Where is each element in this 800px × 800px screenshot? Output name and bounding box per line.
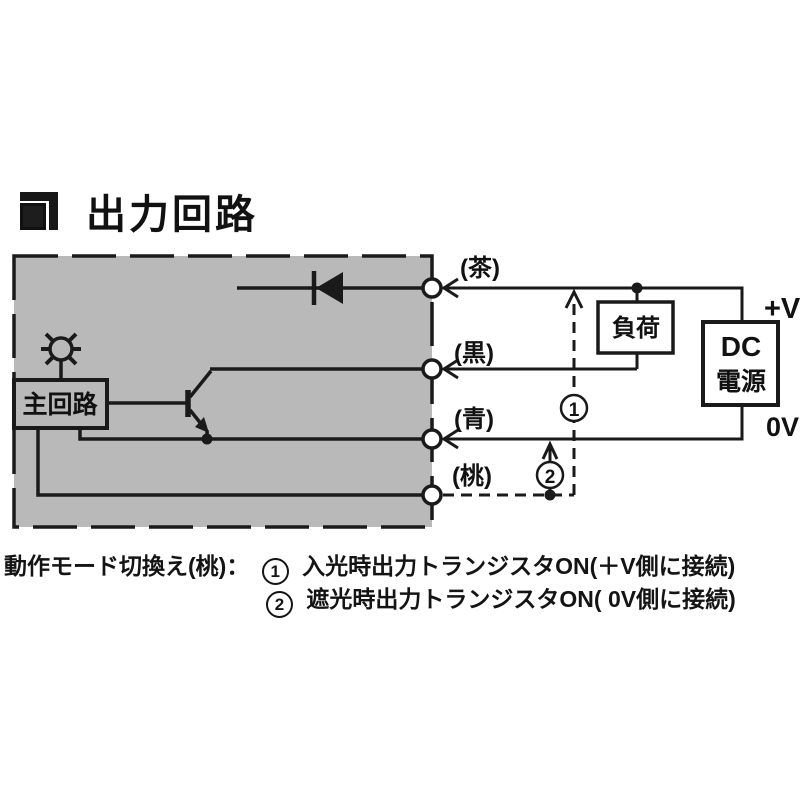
lamp-ray-se [67,355,78,366]
transistor-emitter-arrow [195,417,209,433]
mode2-number: 2 [545,467,556,488]
main-circuit-box [12,378,109,430]
caption-line-1: 動作モード切換え(桃)： 1 入光時出力トランジスタON(＋V側に接続) [4,547,735,585]
caption-mode1-text: 入光時出力トランジスタON(＋V側に接続) [302,553,736,579]
transistor-collector [188,369,213,399]
diode-triangle-icon [316,272,343,304]
blue-wire-arrowhead [441,428,459,450]
lamp-ray-sw [44,355,55,366]
plus-v-label: +V [764,293,800,325]
blue-wire-label: (青) [454,406,494,433]
section-square-icon [20,190,62,232]
load-box [596,300,675,355]
title-text: 出力回路 [86,193,258,237]
lamp-circle [48,336,74,362]
dc-power-box [701,320,780,407]
caption-prefix: 動作モード切換え(桃)： [4,553,250,579]
section-square-icon-right [49,192,58,230]
caption-mode2-text: 遮光時出力トランジスタON( 0V側に接続) [306,586,736,612]
mode2-arrowhead [541,440,559,460]
mode1-circle-badge [559,393,589,423]
black-wire-label: (黒) [454,340,494,367]
brown-wire-label: (茶) [460,255,500,282]
terminal-brown [421,277,443,299]
section-square-icon-top [20,192,58,201]
terminal-pink [421,484,443,506]
pink-wire-label: (桃) [452,463,492,490]
caption-mode1-badge: 1 [261,558,289,585]
page-title: 出力回路 [20,182,258,240]
brown-wire-arrowhead [441,277,459,299]
main-to-pink-wire [36,428,426,497]
dc-power-label-line2: 電源 [716,368,766,396]
blue-wire [443,405,744,441]
caption-mode2-badge: 2 [266,591,293,618]
main-to-blue-wire [78,428,426,441]
emitter-junction-dot [201,433,213,445]
black-wire-arrowhead [441,358,459,380]
caption-line-2: 2 遮光時出力トランジスタON( 0V側に接続) [264,580,736,618]
mode1-number: 1 [569,400,580,421]
brown-wire [443,286,744,322]
zero-v-label: 0V [766,412,799,442]
terminal-blue [421,428,443,450]
lamp-ray-ne [67,332,78,343]
lamp-ray-nw [44,332,55,343]
load-label: 負荷 [612,315,660,342]
terminal-black [421,358,443,380]
main-circuit-label: 主回路 [22,391,98,419]
section-square-icon-inner [20,203,46,230]
mode1-arrowhead [564,288,584,309]
mode2-circle-badge [535,460,565,490]
lamp-icon [41,332,81,381]
dc-power-label-line1: DC [721,331,761,362]
